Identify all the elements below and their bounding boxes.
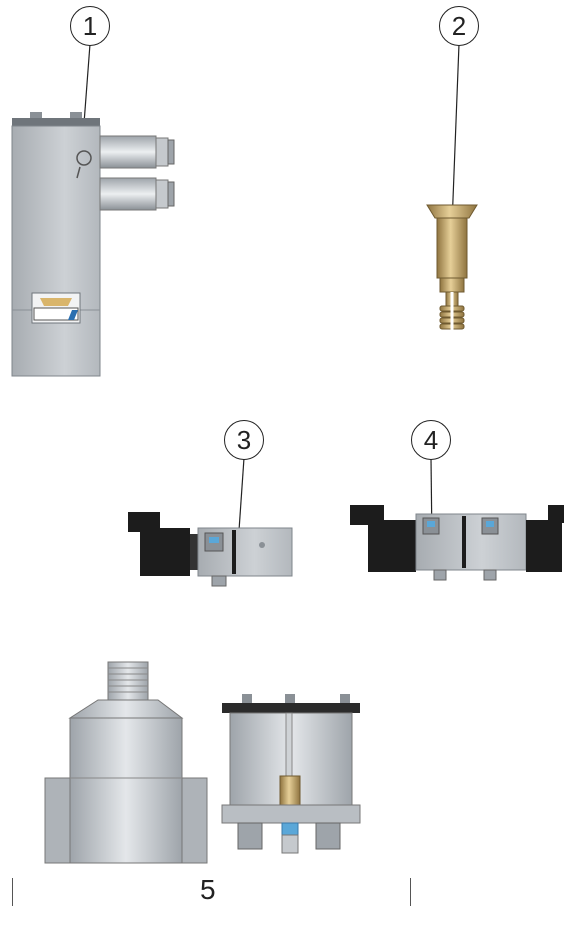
callout-1-label: 1 (82, 10, 98, 41)
part-5-bracket-left (12, 878, 13, 906)
leader-line-2 (451, 43, 460, 226)
callout-4: 4 (411, 420, 451, 460)
callout-4-label: 4 (423, 424, 439, 455)
part-5-bracket-right (410, 878, 411, 906)
callout-3: 3 (224, 420, 264, 460)
part-5-cylinder (221, 694, 361, 854)
part-5-label: 5 (200, 874, 216, 905)
callout-2-label: 2 (451, 10, 467, 41)
callout-1: 1 (70, 6, 110, 46)
part-5-housing (44, 661, 208, 864)
callout-3-label: 3 (236, 424, 252, 455)
part-1-housing (11, 112, 175, 377)
callout-2: 2 (439, 6, 479, 46)
part-4-double-valve (350, 505, 564, 581)
part-2-bolt (426, 204, 478, 330)
part-3-valve (128, 512, 293, 587)
